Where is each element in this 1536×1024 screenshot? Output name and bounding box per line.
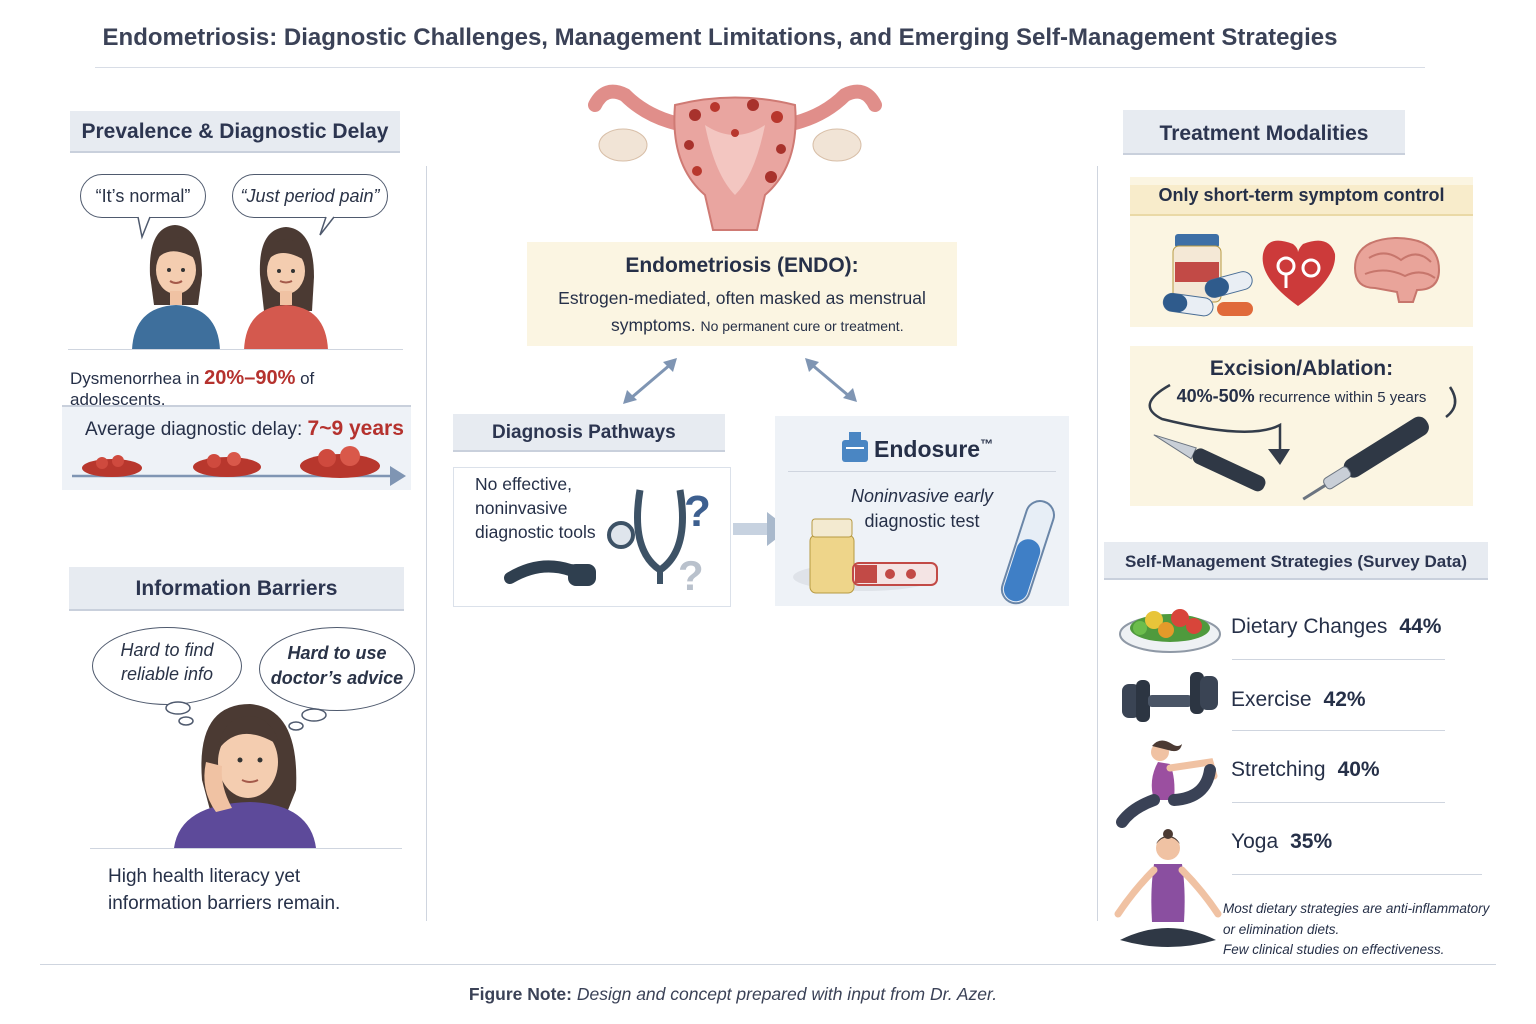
strategy-divider-2 — [1232, 730, 1445, 731]
endometriosis-title: Endometriosis (ENDO): — [625, 254, 859, 277]
thought-bubble-reliable-info: Hard to find reliable info — [92, 627, 242, 705]
footer-divider — [40, 964, 1496, 965]
double-arrows — [623, 358, 857, 404]
information-divider — [90, 848, 402, 849]
endosure-name: Endosure™ — [874, 436, 994, 462]
dysmenorrhea-stat: Dysmenorrhea in 20%–90% of adolescents. — [70, 367, 315, 409]
prevalence-header: Prevalence & Diagnostic Delay — [70, 111, 400, 153]
self-management-header: Self-Management Strategies (Survey Data) — [1104, 542, 1488, 580]
strategy-divider-3 — [1232, 802, 1445, 803]
lesion-progression-icon — [72, 446, 406, 486]
thinking-woman-illustration — [165, 701, 327, 848]
diagnostic-test-illustration — [793, 500, 1055, 605]
short-term-label: Only short-term symptom control — [1130, 185, 1473, 216]
endosure-description: Noninvasive early diagnostic test — [850, 486, 994, 531]
stethoscope-icon: ? ? — [504, 487, 711, 599]
right-column-divider — [1097, 166, 1098, 921]
strategy-divider-1 — [1232, 659, 1445, 660]
excision-recurrence: 40%-50% recurrence within 5 years — [1176, 386, 1427, 406]
no-cure-note: No permanent cure or treatment. — [700, 318, 904, 334]
salad-icon — [1119, 609, 1221, 653]
left-column-divider — [426, 166, 427, 921]
uterus-illustration — [588, 84, 882, 231]
endosure-divider — [788, 471, 1056, 472]
speech-bubble-normal: “It’s normal” — [80, 174, 206, 218]
prevalence-divider — [68, 349, 403, 350]
thought-bubble-doctor-advice: Hard to use doctor’s advice — [259, 627, 415, 711]
endometriosis-description-2: symptoms. No permanent cure or treatment… — [611, 315, 904, 335]
page-title: Endometriosis: Diagnostic Challenges, Ma… — [102, 24, 1338, 51]
dumbbell-icon — [1122, 672, 1218, 722]
diagnosis-pathways-text: No effective, noninvasive diagnostic too… — [475, 474, 596, 542]
speech-bubble-period-pain: “Just period pain” — [232, 174, 388, 218]
svg-text:?: ? — [678, 552, 704, 599]
surgical-tools-illustration — [1148, 383, 1457, 501]
diagnosis-pathways-header: Diagnosis Pathways — [453, 414, 725, 452]
endometriosis-definition-panel — [527, 242, 957, 346]
diagnostic-delay-text: Average diagnostic delay: 7~9 years — [85, 417, 404, 440]
test-kit-icon — [842, 432, 868, 462]
treatment-modalities-header: Treatment Modalities — [1123, 110, 1405, 155]
title-divider — [95, 67, 1425, 68]
figure-note: Figure Note: Design and concept prepared… — [468, 984, 998, 1004]
information-barriers-header: Information Barriers — [69, 567, 404, 611]
stretching-icon — [1116, 740, 1218, 828]
svg-text:?: ? — [684, 487, 711, 536]
strategy-divider-4 — [1232, 874, 1482, 875]
yoga-icon — [1114, 829, 1222, 947]
self-management-note: Most dietary strategies are anti-inflamm… — [1223, 901, 1490, 957]
information-caption: High health literacy yet information bar… — [108, 866, 341, 914]
two-girls-illustration — [132, 216, 335, 350]
symptom-control-icons — [1162, 234, 1441, 317]
excision-title: Excision/Ablation: — [1209, 357, 1394, 380]
endometriosis-description: Estrogen-mediated, often masked as menst… — [558, 288, 926, 308]
